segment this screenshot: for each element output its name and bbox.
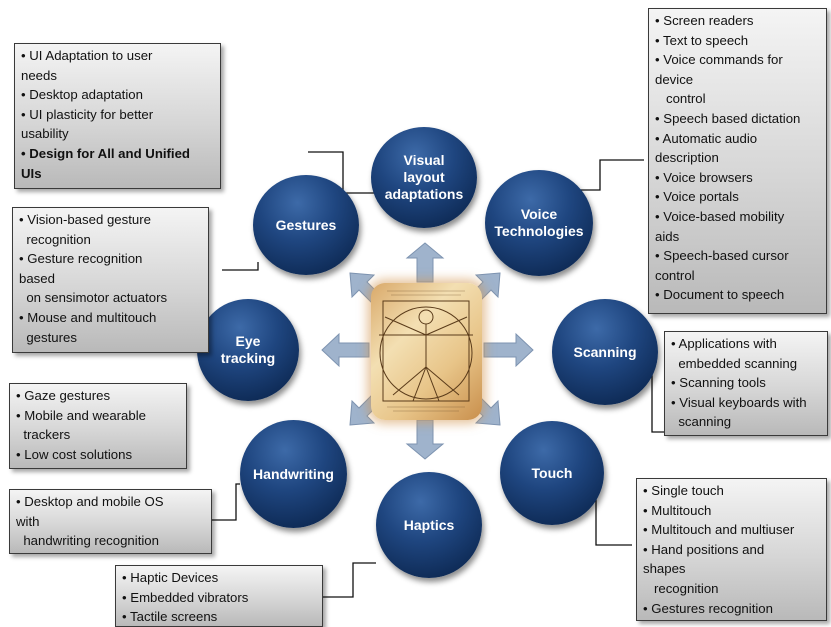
list-item: • Scanning tools [671, 375, 766, 391]
list-item: • Low cost solutions [16, 446, 133, 462]
list-item: usability [21, 126, 69, 142]
arrow-left [321, 332, 370, 368]
list-item: aids [655, 228, 680, 244]
arrow-down [405, 419, 445, 460]
list-item: control [655, 91, 706, 107]
list-item: • Automatic audio [655, 130, 758, 146]
vitruvian-figure-icon [379, 290, 473, 412]
list-item: on sensimotor actuators [19, 290, 168, 306]
node-handwriting: Handwriting [240, 420, 347, 528]
list-item: • Gestures recognition [643, 600, 773, 616]
list-item: based [19, 270, 55, 286]
list-item: • Embedded vibrators [122, 589, 249, 605]
node-voice-technologies: Voice Technologies [485, 170, 593, 276]
list-item: • UI Adaptation to user [21, 48, 153, 63]
list-item: • Multitouch and multiuser [643, 522, 795, 538]
list-item: handwriting recognition [16, 533, 159, 549]
connector-touch [595, 492, 632, 546]
list-item: • Speech-based cursor [655, 248, 789, 264]
list-item: device [655, 71, 694, 87]
list-item: • Desktop and mobile OS [16, 494, 164, 509]
list-item: • Voice-based mobility [655, 208, 785, 224]
list-item: gestures [19, 329, 77, 345]
connector-gestures [222, 262, 259, 271]
node-haptics: Haptics [376, 472, 482, 578]
list-item: • Document to speech [655, 287, 785, 303]
list-item: • Voice browsers [655, 169, 753, 185]
list-item: • Visual keyboards with [671, 394, 807, 410]
list-item: • Vision-based gesture [19, 212, 151, 227]
list-item: • Speech based dictation [655, 110, 801, 126]
box-touch: • Single touch • Multitouch • Multitouch… [636, 478, 827, 621]
list-item: • Voice commands for [655, 52, 783, 68]
list-item: control [655, 267, 695, 283]
list-item: embedded scanning [671, 355, 798, 371]
list-item: • Text to speech [655, 32, 749, 48]
node-eye-tracking: Eye tracking [197, 299, 299, 401]
list-item: • Tactile screens [122, 609, 218, 625]
list-item: • Screen readers [655, 13, 754, 28]
list-item: trackers [16, 427, 71, 443]
connector-handwriting [212, 483, 240, 521]
connector-haptics [323, 562, 376, 598]
node-visual-layout-adaptations: Visual layout adaptations [371, 127, 477, 228]
list-item: description [655, 150, 719, 166]
list-item: with [16, 513, 40, 529]
list-item: • Multitouch [643, 502, 712, 518]
list-item: scanning [671, 414, 732, 430]
list-item: UIs [21, 165, 42, 181]
arrow-right [483, 332, 534, 368]
list-item: • Single touch [643, 483, 724, 498]
node-gestures: Gestures [253, 175, 359, 275]
list-item: • Mobile and wearable [16, 407, 146, 423]
list-item: • Mouse and multitouch [19, 309, 157, 325]
connector-voice [568, 159, 644, 191]
list-item: recognition [643, 580, 719, 596]
box-haptics: • Haptic Devices • Embedded vibrators • … [115, 565, 323, 627]
box-visual-layout-adaptations: • UI Adaptation to user needs • Desktop … [14, 43, 221, 189]
box-handwriting: • Desktop and mobile OS with handwriting… [9, 489, 212, 554]
list-item: • Design for All and Unified [21, 145, 190, 161]
list-item: • Hand positions and [643, 541, 765, 557]
list-item: • Desktop adaptation [21, 87, 143, 103]
list-item: • Applications with [671, 336, 777, 351]
list-item: recognition [19, 231, 91, 247]
list-item: • Gaze gestures [16, 388, 111, 403]
list-item: • UI plasticity for better [21, 106, 154, 122]
list-item: • Voice portals [655, 189, 739, 205]
connector-visual-layout [308, 151, 375, 194]
list-item: shapes [643, 561, 686, 577]
node-touch: Touch [500, 421, 604, 525]
node-scanning: Scanning [552, 299, 658, 405]
list-item: • Haptic Devices [122, 570, 219, 585]
arrow-up [405, 242, 445, 283]
box-eye-tracking: • Gaze gestures • Mobile and wearable tr… [9, 383, 187, 469]
box-voice-technologies: • Screen readers • Text to speech • Voic… [648, 8, 827, 314]
list-item: needs [21, 67, 57, 83]
box-scanning: • Applications with embedded scanning • … [664, 331, 828, 436]
box-gestures: • Vision-based gesture recognition • Ges… [12, 207, 209, 353]
list-item: • Gesture recognition [19, 251, 143, 267]
